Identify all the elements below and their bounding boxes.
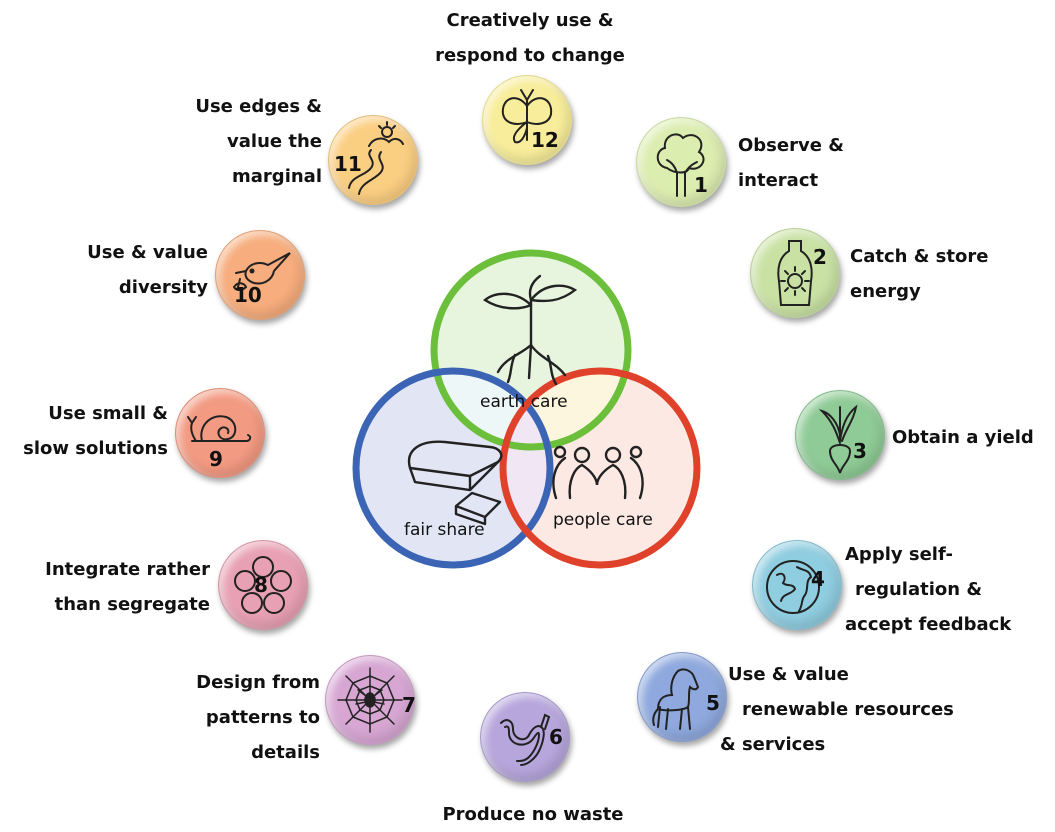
principle-4-label: Apply self-regulation &accept feedback bbox=[845, 544, 1012, 635]
principle-4-node: 4 bbox=[752, 540, 842, 630]
principle-9-number: 9 bbox=[209, 447, 223, 471]
principle-4-number: 4 bbox=[811, 567, 825, 591]
principle-12-number: 12 bbox=[531, 128, 559, 152]
radish-icon bbox=[818, 404, 858, 474]
principle-9-node: 9 bbox=[175, 388, 265, 478]
principle-6-label: Produce no waste bbox=[442, 804, 624, 825]
principle-3-number: 3 bbox=[853, 439, 867, 463]
principle-7-node: 7 bbox=[325, 655, 416, 745]
worm-icon bbox=[500, 713, 551, 766]
plant-roots-icon bbox=[482, 274, 578, 386]
snail-icon bbox=[187, 415, 252, 442]
principle-2-number: 2 bbox=[813, 245, 827, 269]
principle-3-node: 3 bbox=[795, 390, 885, 480]
principle-3-label: Obtain a yield bbox=[892, 427, 1034, 448]
principle-1-label: Observe &interact bbox=[738, 135, 844, 191]
principle-12-node: 12 bbox=[482, 75, 572, 165]
principle-2-node: 2 bbox=[750, 228, 840, 318]
principle-6-node: 6 bbox=[480, 692, 570, 782]
fair-share-ring bbox=[352, 367, 554, 569]
principle-11-node: 11 bbox=[328, 115, 418, 205]
people-icon bbox=[552, 445, 644, 500]
principle-5-number: 5 bbox=[706, 691, 720, 715]
jar-sun-icon bbox=[777, 240, 813, 306]
butterfly-icon bbox=[501, 89, 553, 144]
earth-care-ring bbox=[430, 249, 632, 451]
principle-1-number: 1 bbox=[694, 173, 708, 197]
principle-6-number: 6 bbox=[549, 725, 563, 749]
flower-icon bbox=[234, 556, 292, 614]
river-sun-icon bbox=[348, 121, 404, 195]
fair-share-label: fair share bbox=[404, 520, 485, 540]
principle-7-number: 7 bbox=[402, 693, 416, 717]
tree-icon bbox=[656, 133, 705, 197]
bird-icon bbox=[232, 252, 291, 291]
principle-12-label: Creatively use &respond to change bbox=[435, 10, 625, 66]
principle-11-number: 11 bbox=[334, 152, 362, 176]
people-care-label: people care bbox=[553, 510, 653, 530]
horse-icon bbox=[652, 668, 700, 730]
globe-icon bbox=[766, 560, 820, 614]
people-care-ring bbox=[499, 367, 701, 569]
principle-10-node: 10 bbox=[215, 230, 305, 320]
principle-9-label: Use small &slow solutions bbox=[23, 403, 168, 459]
spider-web-icon bbox=[337, 667, 403, 733]
principle-8-number: 8 bbox=[254, 573, 268, 597]
principle-8-node: 8 bbox=[218, 540, 308, 630]
principle-5-node: 5 bbox=[637, 652, 727, 742]
principle-10-number: 10 bbox=[234, 283, 262, 307]
earth-care-label: earth care bbox=[480, 392, 568, 412]
cake-icon bbox=[407, 440, 503, 526]
principle-1-node: 1 bbox=[636, 117, 726, 207]
